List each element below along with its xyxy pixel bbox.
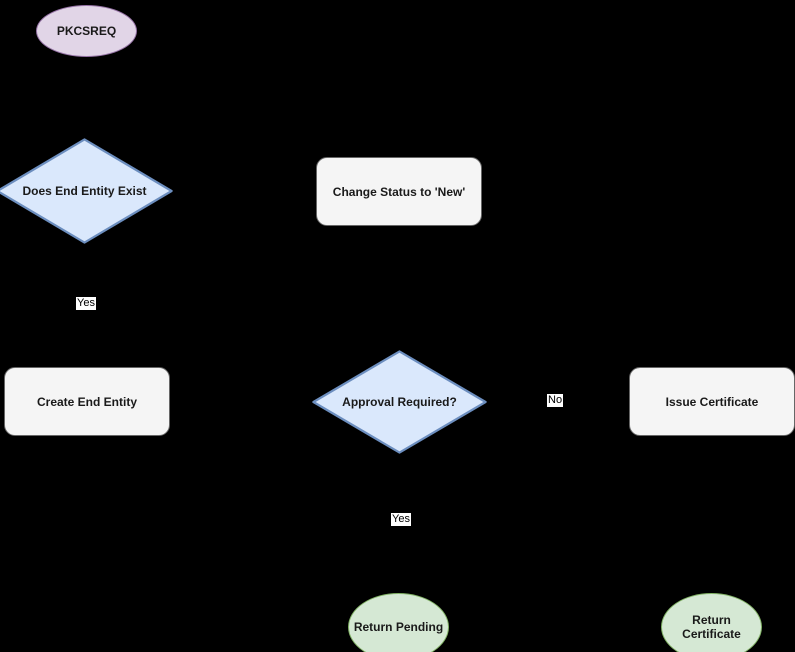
edge-label-yes-end-entity: Yes: [76, 297, 96, 310]
node-return-certificate[interactable]: Return Certificate: [661, 593, 762, 652]
node-return-pending-label: Return Pending: [353, 620, 444, 634]
diamond-shape-icon: [312, 350, 487, 454]
node-return-pending[interactable]: Return Pending: [348, 593, 449, 652]
node-create-end-entity[interactable]: Create End Entity: [4, 367, 170, 436]
edge-label-yes-approval: Yes: [391, 513, 411, 526]
node-pkcsreq[interactable]: PKCSREQ: [36, 5, 137, 57]
node-issue-certificate[interactable]: Issue Certificate: [629, 367, 795, 436]
node-return-certificate-label: Return Certificate: [682, 613, 741, 641]
node-change-status-to-new-label: Change Status to 'New': [332, 184, 466, 199]
node-approval-required[interactable]: Approval Required?: [312, 350, 487, 454]
diamond-shape-icon: [0, 138, 173, 244]
edge-label-no-approval: No: [547, 394, 564, 407]
node-issue-certificate-label: Issue Certificate: [665, 394, 759, 409]
node-change-status-to-new[interactable]: Change Status to 'New': [316, 157, 482, 226]
node-does-end-entity-exist[interactable]: Does End Entity Exist: [0, 138, 173, 244]
node-pkcsreq-label: PKCSREQ: [56, 24, 117, 38]
node-create-end-entity-label: Create End Entity: [36, 394, 138, 409]
